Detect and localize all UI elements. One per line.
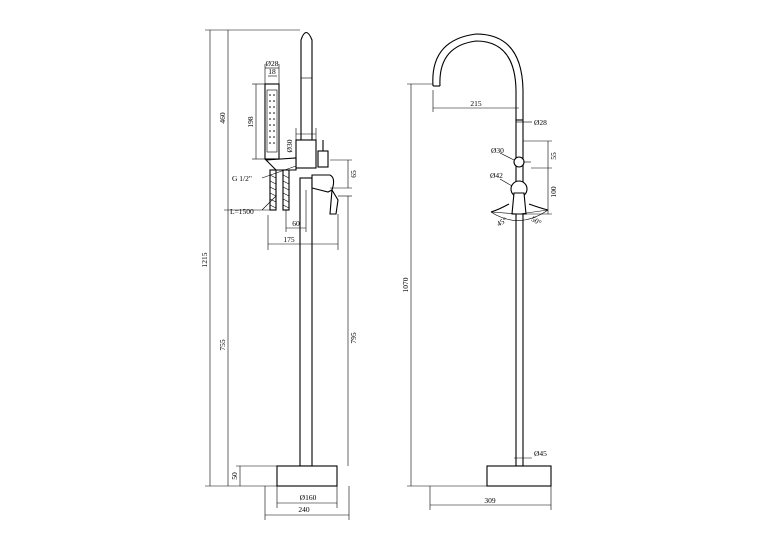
dim-column-height: 1070	[401, 277, 410, 292]
side-lever	[311, 174, 335, 193]
side-hose-2	[282, 169, 290, 211]
side-handshower-holes	[269, 94, 275, 144]
dim-hose-length: L=1500	[230, 207, 254, 216]
front-lever-handle	[511, 192, 527, 215]
dim-base-column-dia: Ø45	[534, 449, 547, 458]
dim-handle-reach: 175	[283, 235, 295, 244]
dim-handshower-length: 198	[246, 116, 255, 128]
dim-diverter-offset: 55	[549, 152, 558, 160]
side-view: 1215 460 755 50 Ø28 18 198 Ø30 G 1/2" L=…	[200, 29, 358, 520]
dim-body-dia: Ø30	[285, 139, 294, 152]
dim-column-dia: Ø28	[534, 118, 547, 127]
dim-diverter-dia: Ø30	[491, 146, 504, 155]
dim-base-width: 240	[298, 505, 310, 514]
dim-upper-height: 460	[218, 112, 227, 124]
dim-lever-dia: Ø42	[490, 171, 503, 180]
dim-outlet-offset: 65	[349, 170, 358, 178]
dim-lever-offset: 100	[549, 186, 558, 198]
dim-base-dia: Ø160	[300, 493, 317, 502]
dim-angle-left: 45°	[495, 215, 509, 228]
front-base	[486, 465, 552, 487]
side-hose-1	[269, 169, 277, 211]
front-column	[515, 119, 524, 467]
front-view: 1070 215 Ø28 Ø30 55 Ø42 100 45° 50° Ø45 …	[401, 33, 558, 510]
dim-lower-height: 755	[218, 339, 227, 351]
side-body	[295, 139, 317, 169]
dim-handshower-dia-inner: 18	[268, 67, 276, 76]
dim-connection: G 1/2"	[232, 174, 252, 183]
side-handshower	[264, 83, 280, 160]
side-diverter-knob	[317, 150, 329, 168]
dim-handshower-dia-outer: Ø28	[266, 59, 279, 68]
dim-spout-reach: 215	[470, 99, 482, 108]
dim-total-height: 1215	[200, 252, 209, 267]
front-diverter	[513, 156, 525, 168]
dim-body-to-hose: 60	[292, 219, 300, 228]
front-spout	[432, 33, 524, 91]
dim-base-height: 50	[230, 472, 239, 480]
dim-front-base-width: 309	[484, 496, 496, 505]
side-base	[276, 465, 338, 487]
dim-angle-right: 50°	[529, 214, 543, 227]
dim-lower-section: 795	[349, 332, 358, 344]
